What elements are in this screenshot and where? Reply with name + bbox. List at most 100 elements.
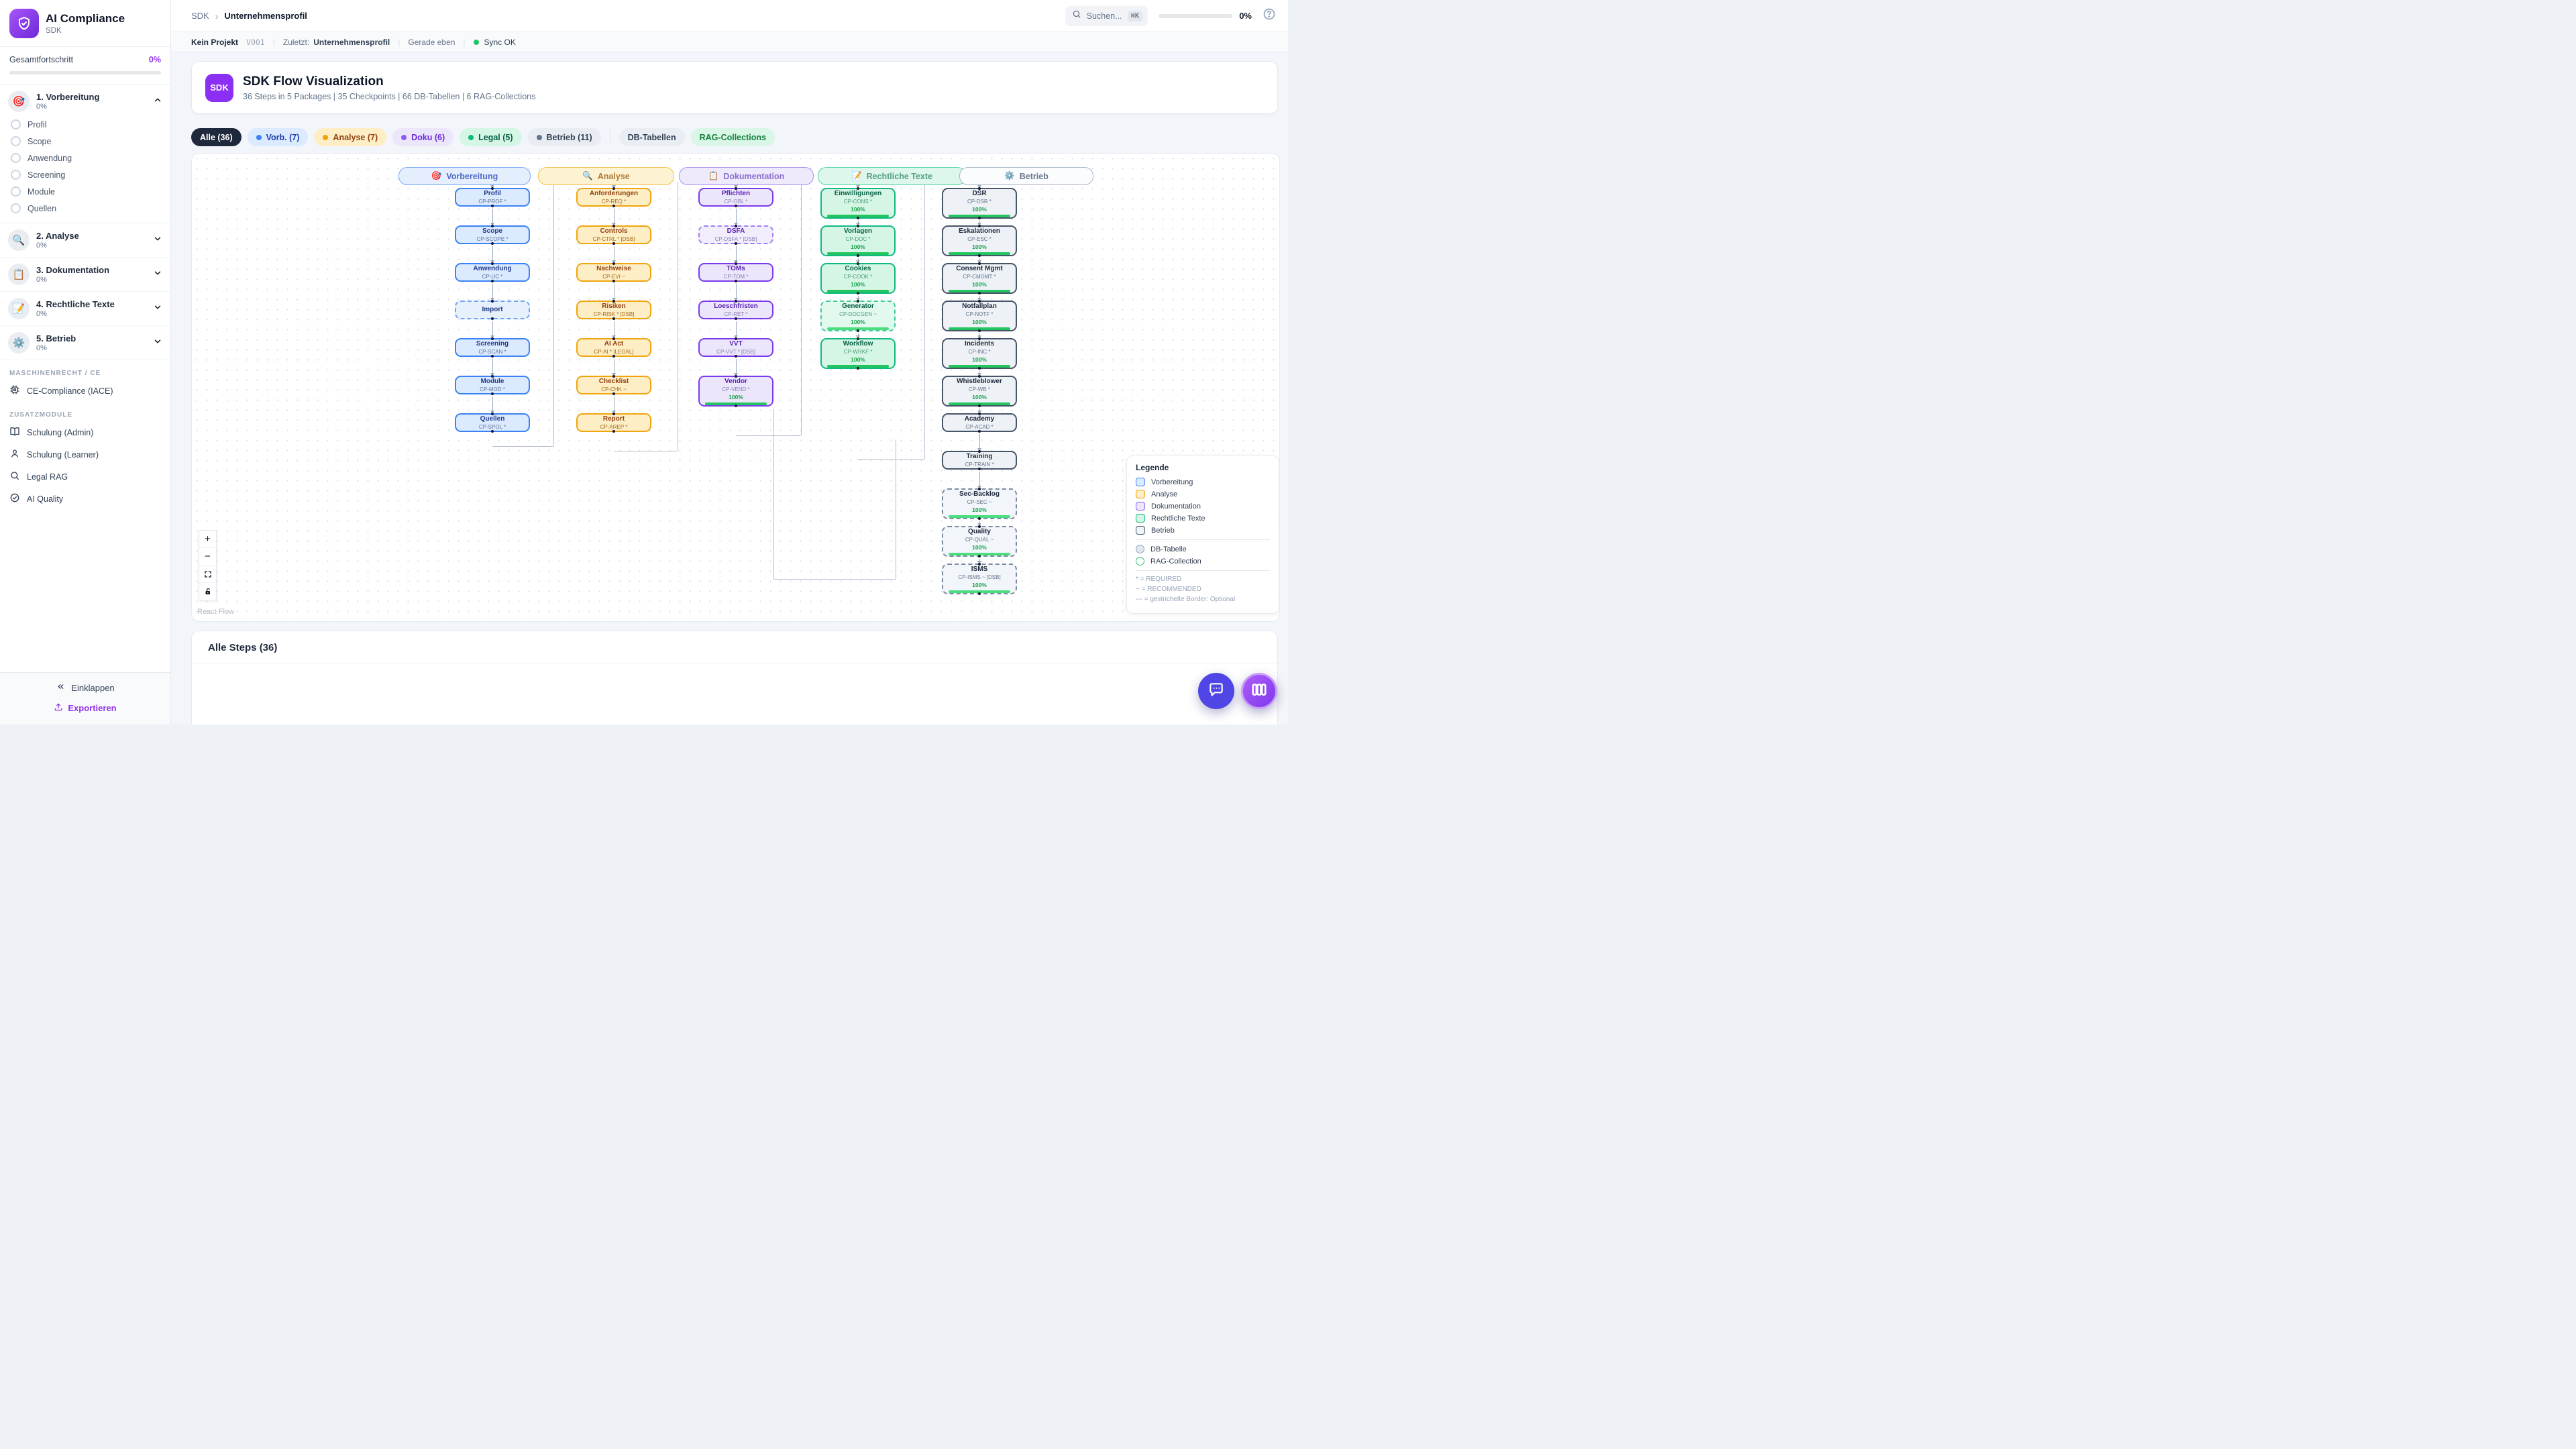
phase-step-quellen[interactable]: Quellen <box>8 200 162 217</box>
node-progress-value: 100% <box>851 205 865 213</box>
fit-view-button[interactable] <box>199 566 216 583</box>
zoom-out-button[interactable]: − <box>199 548 216 566</box>
phase-step-screening[interactable]: Screening <box>8 166 162 183</box>
breadcrumb: SDK › Unternehmensprofil <box>191 11 307 21</box>
package-header-rechtliche-texte[interactable]: 📝Rechtliche Texte <box>818 167 966 185</box>
legend-item: Dokumentation <box>1136 502 1270 511</box>
help-icon[interactable] <box>1263 7 1276 24</box>
flow-node-import[interactable]: Import <box>455 300 530 320</box>
flow-edge <box>490 284 494 301</box>
phase-step-scope[interactable]: Scope <box>8 133 162 150</box>
node-progress-bar <box>827 289 889 292</box>
sidebar-item-schulung-learner-[interactable]: Schulung (Learner) <box>0 443 170 466</box>
filter-chip-doku-6-[interactable]: Doku (6) <box>392 128 454 146</box>
breadcrumb-root[interactable]: SDK <box>191 11 209 21</box>
search-button[interactable]: Suchen... ⌘K <box>1065 5 1148 26</box>
flow-edge <box>733 321 738 339</box>
collapse-sidebar-button[interactable]: Einklappen <box>0 682 170 693</box>
node-title: Nachweise <box>596 264 631 272</box>
overall-progress-bar <box>9 71 161 74</box>
sidebar-item-legal-rag[interactable]: Legal RAG <box>0 466 170 488</box>
sidebar-item-ai-quality[interactable]: AI Quality <box>0 488 170 510</box>
chip-label: Betrieb (11) <box>546 132 592 142</box>
export-label: Exportieren <box>68 703 117 713</box>
package-header-vorbereitung[interactable]: 🎯Vorbereitung <box>398 167 531 185</box>
phase-step-profil[interactable]: Profil <box>8 116 162 133</box>
node-code: CP-SEC ~ <box>967 498 992 505</box>
package-header-analyse[interactable]: 🔍Analyse <box>538 167 674 185</box>
filter-chip-alle-36-[interactable]: Alle (36) <box>191 128 241 146</box>
node-title: Generator <box>842 302 874 310</box>
phase-step-anwendung[interactable]: Anwendung <box>8 150 162 166</box>
export-button[interactable]: Exportieren <box>0 702 170 714</box>
panel-toggle-button[interactable] <box>1241 673 1277 709</box>
filter-chip-analyse-7-[interactable]: Analyse (7) <box>314 128 387 146</box>
header-progress: 0% <box>1159 11 1252 21</box>
node-progress-bar <box>949 402 1010 405</box>
filter-chip-betrieb-11-[interactable]: Betrieb (11) <box>527 128 601 146</box>
chat-button[interactable] <box>1198 673 1234 709</box>
package-header-dokumentation[interactable]: 📋Dokumentation <box>679 167 814 185</box>
node-progress-value: 100% <box>972 205 987 213</box>
phase-progress: 0% <box>36 103 47 111</box>
filter-chip-db-tabellen[interactable]: DB-Tabellen <box>619 128 685 146</box>
zoom-in-button[interactable]: + <box>199 531 216 548</box>
search-shortcut: ⌘K <box>1127 10 1143 21</box>
node-code: CP-REQ * <box>601 198 627 205</box>
sidebar-footer: Einklappen Exportieren <box>0 672 170 724</box>
node-progress-bar <box>949 364 1010 368</box>
filter-chip-rag-collections[interactable]: RAG-Collections <box>690 128 775 146</box>
sidebar-item-ce-compliance-iace-[interactable]: CE-Compliance (IACE) <box>0 380 170 402</box>
filter-chip-vorb-7-[interactable]: Vorb. (7) <box>247 128 309 146</box>
lock-button[interactable] <box>199 583 216 600</box>
phase-step-module[interactable]: Module <box>8 183 162 200</box>
node-progress-bar <box>949 252 1010 255</box>
sidebar-item-schulung-admin-[interactable]: Schulung (Admin) <box>0 421 170 443</box>
package-header-betrieb[interactable]: ⚙️Betrieb <box>959 167 1093 185</box>
filter-chip-legal-5-[interactable]: Legal (5) <box>460 128 522 146</box>
package-icon: 🔍 <box>582 171 593 180</box>
